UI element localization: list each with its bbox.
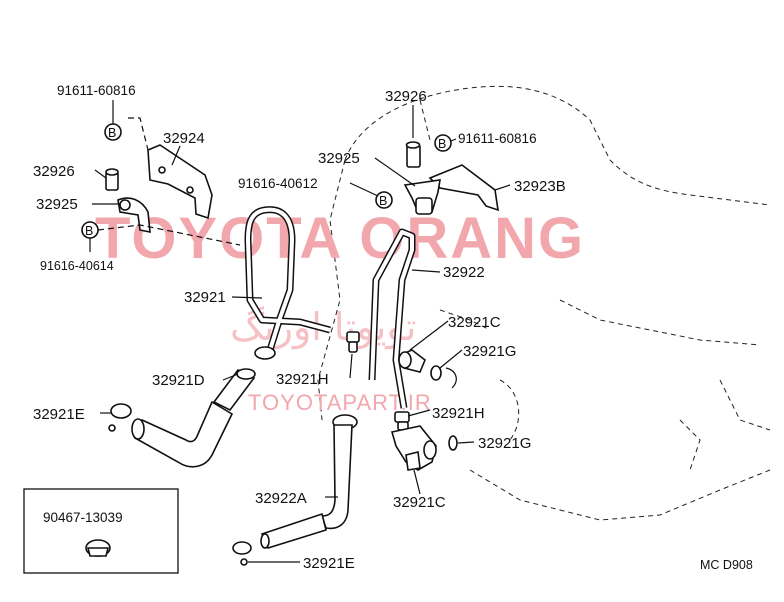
- diagram-code: MC D908: [700, 558, 753, 572]
- bushing-32926-left: [105, 168, 119, 191]
- bolt-91611-right: B: [434, 134, 452, 152]
- elbow-hose: [131, 400, 234, 468]
- label-32926-left: 32926: [33, 163, 75, 180]
- label-32921: 32921: [184, 289, 226, 306]
- svg-text:B: B: [85, 224, 93, 238]
- label-32925-right: 32925: [318, 150, 360, 167]
- label-32921d: 32921D: [152, 372, 205, 389]
- part-labels: 91611-60816 32924 32926 32925 91616-4061…: [33, 83, 566, 572]
- watermark-title: TOYOTA ORANG: [95, 206, 585, 271]
- hose-32922a: [260, 414, 358, 549]
- bolt-91611-left: B: [104, 123, 122, 141]
- svg-text:B: B: [108, 126, 116, 140]
- union-32921c-top: [398, 349, 426, 373]
- label-32921g-bottom: 32921G: [478, 435, 531, 452]
- label-32926-right: 32926: [385, 88, 427, 105]
- label-32921e-left: 32921E: [33, 406, 85, 423]
- svg-text:B: B: [379, 194, 387, 208]
- fitting-32921h-bottom: [394, 411, 410, 431]
- gasket-32921g-bottom: [448, 435, 458, 451]
- inset-box-90467: 90467-13039: [23, 488, 179, 574]
- clamp-32921e-bottom: [232, 541, 252, 566]
- label-32922: 32922: [443, 264, 485, 281]
- hose-32921d: [212, 368, 256, 412]
- bolt-91616-40612: B: [375, 191, 393, 209]
- label-32921c-bottom: 32921C: [393, 494, 446, 511]
- clamp-32921e-left: [108, 403, 132, 432]
- label-91611-60816-right: 91611-60816: [458, 131, 537, 146]
- label-32921c-top: 32921C: [448, 314, 501, 331]
- bolt-91616-40614: B: [81, 221, 241, 246]
- label-32922a: 32922A: [255, 490, 307, 507]
- bushing-32926-right: [405, 141, 421, 168]
- fitting-32921h-top: [346, 331, 360, 353]
- label-91616-40614: 91616-40614: [40, 259, 114, 273]
- label-91611-60816-left: 91611-60816: [57, 83, 136, 98]
- label-32921h-top: 32921H: [276, 371, 329, 388]
- label-90467-13039: 90467-13039: [43, 510, 123, 525]
- union-32921c-bottom: [390, 425, 437, 471]
- clip-32925-left: [117, 197, 151, 233]
- label-32925-left: 32925: [36, 196, 78, 213]
- bracket-32924: [128, 117, 213, 220]
- clamp-near-32921: [254, 346, 276, 360]
- label-32921h-bottom: 32921H: [432, 405, 485, 422]
- svg-text:B: B: [438, 137, 446, 151]
- label-32921e-bottom: 32921E: [303, 555, 355, 572]
- label-91616-40612: 91616-40612: [238, 176, 318, 191]
- label-32924: 32924: [163, 130, 205, 147]
- hose-32922: [368, 228, 416, 409]
- leader-lines: [89, 100, 511, 563]
- bracket-32923b: [428, 164, 499, 212]
- clip-32925-right: [403, 179, 441, 215]
- gasket-32921g-top: [430, 365, 457, 389]
- hose-32921: [244, 206, 331, 352]
- label-32923b: 32923B: [514, 178, 566, 195]
- engine-outline: [317, 85, 771, 521]
- label-32921g-top: 32921G: [463, 343, 516, 360]
